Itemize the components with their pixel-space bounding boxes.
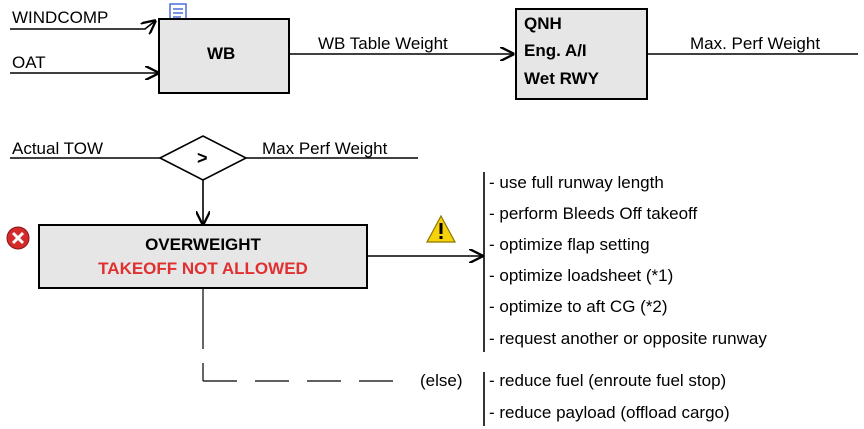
overweight-subtitle: TAKEOFF NOT ALLOWED [98, 259, 308, 278]
overweight-title: OVERWEIGHT [145, 235, 261, 254]
overweight-box [38, 224, 368, 289]
perf-output-label: Max. Perf Weight [690, 34, 821, 53]
windcomp-label: WINDCOMP [12, 8, 109, 27]
wb-output-label: WB Table Weight [318, 34, 448, 53]
action-item: - optimize flap setting [489, 235, 650, 254]
perf-box-line-qnh: QNH [524, 14, 562, 33]
action-item: - use full runway length [489, 173, 664, 192]
else-action-item: - reduce fuel (enroute fuel stop) [489, 371, 727, 390]
action-item: - optimize to aft CG (*2) [489, 297, 668, 316]
compare-operator: > [197, 148, 208, 168]
else-label: (else) [420, 371, 463, 390]
action-item: - perform Bleeds Off takeoff [489, 204, 698, 223]
compare-diamond [158, 135, 248, 181]
perf-box-line-wet: Wet RWY [524, 69, 599, 88]
wb-box-label: WB [207, 44, 236, 63]
else-action-item: - reduce payload (offload cargo) [489, 403, 730, 422]
max-perf-label: Max Perf Weight [262, 139, 388, 158]
action-item: - optimize loadsheet (*1) [489, 266, 674, 285]
oat-label: OAT [12, 53, 46, 72]
action-item: - request another or opposite runway [489, 329, 767, 348]
perf-box [515, 8, 648, 100]
perf-box-line-eng: Eng. A/I [524, 41, 587, 60]
windcomp-arrow [133, 21, 155, 29]
warning-icon [425, 214, 457, 243]
actual-tow-label: Actual TOW [12, 139, 104, 158]
error-icon [6, 226, 30, 250]
wb-box [158, 18, 290, 94]
